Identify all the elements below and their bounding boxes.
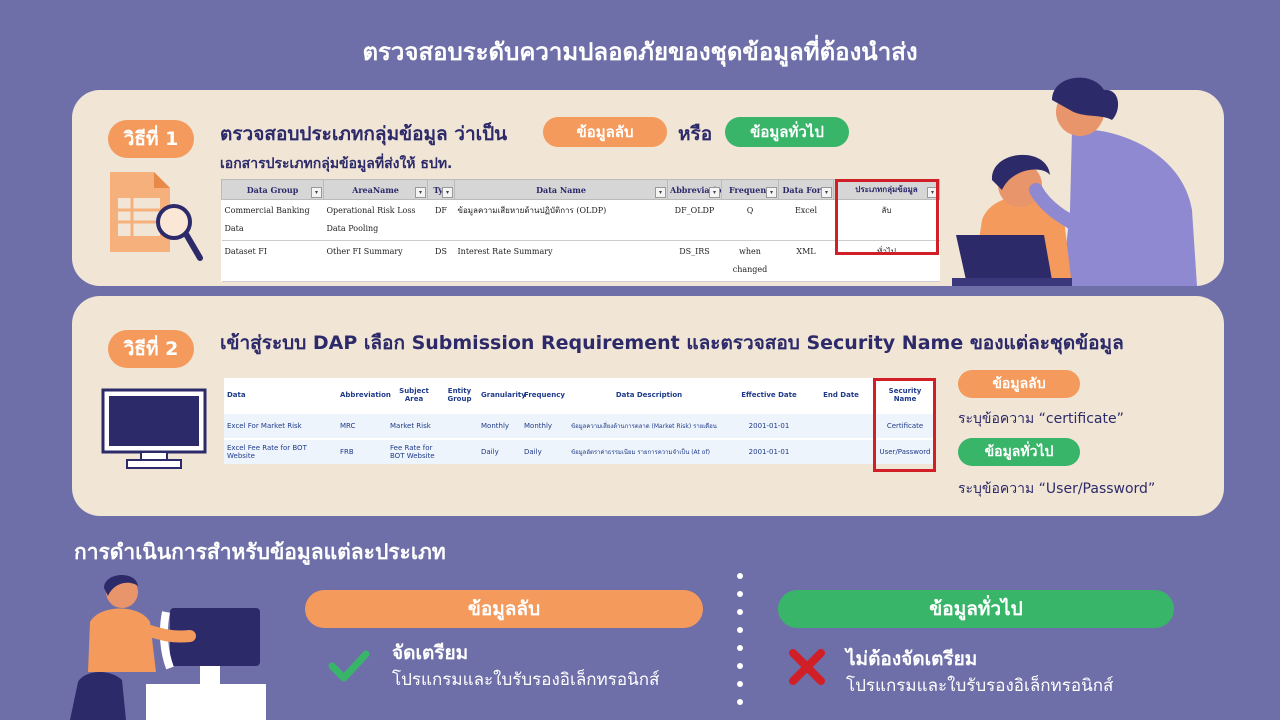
check-icon (328, 650, 370, 682)
table-header-row: Data Abbreviation Subject Area Entity Gr… (224, 378, 936, 413)
column-header: Effective Date (741, 391, 797, 399)
column-header: Entity Group (447, 387, 472, 403)
column-header[interactable]: AreaName▾ (323, 179, 428, 200)
column-header: Security Name (888, 387, 922, 403)
general-action-main: ไม่ต้องจัดเตรียม (846, 648, 978, 670)
general-action-sub: โปรแกรมและใบรับรองอิเล็กทรอนิกส์ (846, 676, 1114, 696)
people-laptop-illustration (952, 77, 1197, 286)
method2-step-badge: วิธีที่ 2 (108, 330, 194, 368)
page-title: ตรวจสอบระดับความปลอดภัยของชุดข้อมูลที่ต้… (362, 38, 918, 66)
person-at-desk-illustration (70, 574, 266, 720)
method1-highlight-box (835, 179, 939, 255)
secret-action-band: ข้อมูลลับ (305, 590, 703, 628)
table-row: Excel Fee Rate for BOT Website FRB Fee R… (224, 438, 936, 464)
column-header: Data Description (615, 391, 683, 399)
method2-secret-pill: ข้อมูลลับ (958, 370, 1080, 398)
cross-icon (789, 649, 825, 685)
method1-data-group-table: Data Group▾ AreaName▾ Typ▾ Data Name▾ Ab… (221, 179, 940, 282)
table-row: Excel For Market Risk MRC Market Risk Mo… (224, 412, 936, 439)
secret-action-sub: โปรแกรมและใบรับรองอิเล็กทรอนิกส์ (392, 670, 660, 690)
table-row: Commercial Banking Data Operational Risk… (221, 199, 940, 241)
actions-heading: การดำเนินการสำหรับข้อมูลแต่ละประเภท (74, 540, 446, 564)
method1-secret-pill: ข้อมูลลับ (543, 117, 667, 147)
method1-heading: ตรวจสอบประเภทกลุ่มข้อมูล ว่าเป็น (220, 123, 508, 145)
method2-heading: เข้าสู่ระบบ DAP เลือก Submission Require… (220, 332, 1124, 354)
column-header: Data (227, 391, 246, 399)
secret-action-main: จัดเตรียม (392, 642, 469, 664)
column-header: Frequency (524, 391, 565, 399)
column-header[interactable]: Data Name▾ (454, 179, 668, 200)
table-row: Dataset FI Other FI Summary DS Interest … (221, 240, 940, 282)
column-header: Granularity (481, 391, 526, 399)
column-header: Abbreviation (340, 391, 391, 399)
method1-step-badge: วิธีที่ 1 (108, 120, 194, 158)
column-header: Subject Area (399, 387, 429, 403)
table-header-row: Data Group▾ AreaName▾ Typ▾ Data Name▾ Ab… (221, 179, 940, 200)
column-header[interactable]: ประเภทกลุ่มข้อมูล▾ (833, 179, 940, 200)
method2-highlight-box (873, 378, 936, 472)
monitor-icon (101, 388, 207, 469)
general-action-band: ข้อมูลทั่วไป (778, 590, 1174, 628)
column-header[interactable]: Data Group▾ (221, 179, 324, 200)
column-header[interactable]: Data Form▾ (778, 179, 834, 200)
method2-general-note: ระบุข้อความ “User/Password” (958, 481, 1156, 497)
column-header[interactable]: Frequenc▾ (721, 179, 779, 200)
column-header[interactable]: Typ▾ (427, 179, 455, 200)
method2-general-pill: ข้อมูลทั่วไป (958, 438, 1080, 466)
divider-dots (737, 573, 743, 705)
method1-or-text: หรือ (678, 123, 713, 145)
column-header: End Date (823, 391, 859, 399)
column-header[interactable]: Abbreviatio▾ (667, 179, 722, 200)
method2-secret-note: ระบุข้อความ “certificate” (958, 411, 1124, 427)
spreadsheet-magnifier-icon (110, 172, 203, 261)
method1-subheading: เอกสารประเภทกลุ่มข้อมูลที่ส่งให้ ธปท. (220, 156, 453, 172)
method1-general-pill: ข้อมูลทั่วไป (725, 117, 849, 147)
method2-submission-table: Data Abbreviation Subject Area Entity Gr… (224, 378, 936, 464)
